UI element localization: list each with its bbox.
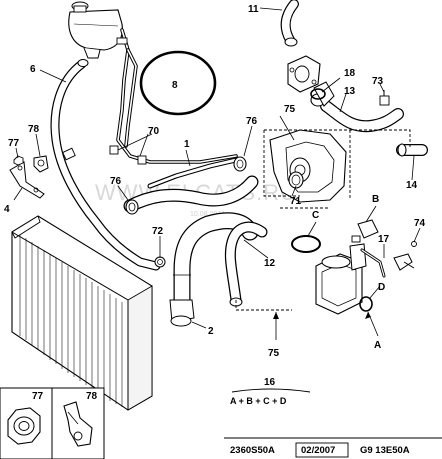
callout-6: 6 <box>30 64 36 75</box>
legend-label-78: 78 <box>86 391 98 402</box>
callout-c: C <box>312 210 319 221</box>
callout-11: 11 <box>248 4 259 15</box>
pipe-8 <box>116 28 238 164</box>
bracket-4 <box>9 161 45 199</box>
callout-76-left: 76 <box>110 176 122 187</box>
oring-18 <box>310 88 326 100</box>
hose-76-left <box>123 175 259 215</box>
callout-17: 17 <box>378 234 390 245</box>
callout-70: 70 <box>148 126 160 137</box>
nut-77 <box>13 155 24 166</box>
footer: 2360S50A 02/2007 G9 13E50A <box>224 437 442 458</box>
highlight-circle <box>139 50 217 116</box>
nut-77-detail <box>7 407 41 445</box>
callout-75-top: 75 <box>284 104 296 115</box>
callout-72: 72 <box>152 226 164 237</box>
formula-16: 16 A + B + C + D <box>230 377 311 406</box>
legend-label-77: 77 <box>32 391 44 402</box>
radiator <box>11 215 153 411</box>
callout-14: 14 <box>406 180 418 191</box>
hose-14 <box>396 143 428 157</box>
callout-labels: 11 6 8 77 78 4 70 1 76 76 72 2 12 75 18 … <box>4 4 426 359</box>
footer-reference: 2360S50A <box>230 445 275 456</box>
hose-11 <box>280 0 299 47</box>
callout-71: 71 <box>290 196 302 207</box>
callout-75-bottom: 75 <box>268 348 280 359</box>
callout-1: 1 <box>184 139 190 150</box>
callout-d: D <box>378 282 385 293</box>
footer-date: 02/2007 <box>301 445 335 456</box>
callout-12: 12 <box>264 258 276 269</box>
legend-boxes: 77 78 <box>0 387 105 459</box>
callout-73: 73 <box>372 76 384 87</box>
hose-13 <box>310 81 404 133</box>
leader-lines <box>13 7 421 340</box>
callout-76-right: 76 <box>246 116 258 127</box>
sensor-17-74 <box>393 241 417 271</box>
pipe-1 <box>147 157 239 189</box>
oil-cooler-housing <box>315 243 386 315</box>
oring-c <box>291 235 321 253</box>
clip-78 <box>33 155 49 173</box>
callout-a: A <box>374 340 381 351</box>
water-outlet-housing <box>233 129 347 203</box>
formula-bottom-label: A + B + C + D <box>230 396 287 406</box>
outlet-flange <box>287 55 321 93</box>
callout-b: B <box>372 194 379 205</box>
callout-8: 8 <box>172 80 178 91</box>
expansion-tank <box>68 1 123 59</box>
footer-code: G9 13E50A <box>360 445 410 456</box>
callout-18: 18 <box>344 68 356 79</box>
callout-4: 4 <box>4 204 10 215</box>
clamp-72 <box>154 256 166 268</box>
callout-2: 2 <box>208 326 214 337</box>
callout-77: 77 <box>8 138 20 149</box>
dashed-connection-lines <box>235 129 411 311</box>
hose-6 <box>50 59 161 271</box>
clip-78-detail <box>63 401 93 447</box>
seal-d <box>359 296 373 312</box>
callout-74: 74 <box>414 218 426 229</box>
callout-78: 78 <box>28 124 40 135</box>
watermark-date: 10.08.2014 <box>190 211 225 218</box>
callout-13: 13 <box>344 86 356 97</box>
bleed-screw-73 <box>379 90 390 106</box>
formula-top-label: 16 <box>264 377 276 388</box>
fitting-b <box>351 219 379 243</box>
